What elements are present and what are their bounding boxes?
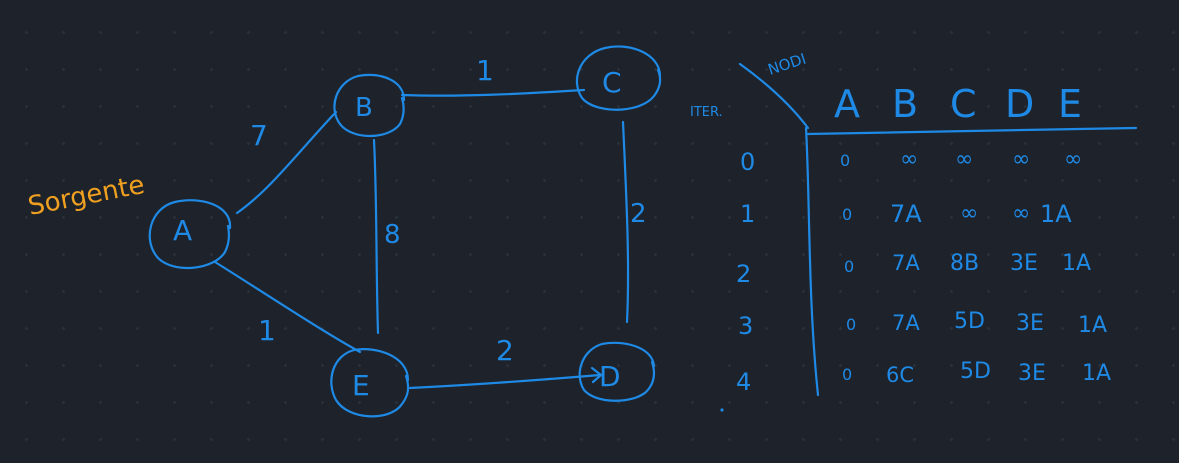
weight-a-b: 7	[250, 119, 268, 152]
cell-a: 0	[840, 151, 850, 170]
row-iter-label: 1	[740, 200, 755, 228]
cell-b: 6C	[886, 363, 914, 387]
weight-c-d: 2	[630, 199, 647, 229]
node-d-label: D	[599, 360, 621, 393]
cell-d: 3E	[1016, 311, 1044, 336]
column-header-b: B	[892, 82, 918, 126]
distance-table: NODI ITER. A B C D E 0 0 ∞ ∞ ∞ ∞ 1 0 7A …	[690, 50, 1138, 412]
cell-e: 1A	[1082, 361, 1111, 386]
node-c-label: C	[602, 66, 622, 99]
weight-b-e: 8	[384, 220, 401, 250]
cell-c: ∞	[955, 147, 973, 172]
table-header-iter: ITER.	[690, 105, 723, 120]
node-b-label: B	[355, 93, 373, 123]
row-iter-label: 3	[738, 312, 753, 340]
table-row: 3 0 7A 5D 3E 1A	[738, 309, 1107, 340]
edge-b-c	[400, 88, 586, 97]
cell-e: ∞	[1064, 147, 1082, 172]
cell-a: 0	[842, 365, 852, 384]
cell-e: 1A	[1062, 251, 1091, 276]
table-column-headers: A B C D E	[834, 82, 1082, 126]
table-row: 2 0 7A 8B 3E 1A	[736, 251, 1091, 288]
column-header-a: A	[834, 82, 860, 126]
weight-b-c: 1	[476, 54, 494, 87]
cell-a: 0	[842, 205, 852, 224]
weight-e-d: 2	[496, 334, 514, 367]
node-a-label: A	[173, 214, 192, 247]
cell-c: 5D	[954, 309, 985, 334]
table-row: 0 0 ∞ ∞ ∞ ∞	[740, 147, 1082, 176]
table-diagonal	[738, 62, 810, 130]
source-label: Sorgente	[26, 170, 147, 222]
table-stray-dot	[720, 408, 724, 412]
table-row: 4 0 6C 5D 3E 1A	[736, 359, 1111, 396]
column-header-e: E	[1058, 82, 1082, 126]
node-e: E	[330, 348, 410, 418]
cell-d: 3E	[1018, 361, 1046, 386]
node-b: B	[333, 74, 406, 137]
cell-b: ∞	[900, 147, 918, 172]
row-iter-label: 4	[736, 368, 751, 396]
table-header-rule	[806, 126, 1138, 136]
table-header-nodes: NODI	[766, 50, 809, 79]
cell-a: 0	[846, 315, 856, 334]
cell-d: ∞	[1012, 201, 1030, 226]
node-e-label: E	[352, 369, 370, 402]
column-header-d: D	[1005, 82, 1034, 126]
edge-a-e	[213, 260, 362, 354]
edge-weights: 7 1 8 2 1 2	[250, 54, 647, 367]
row-iter-label: 2	[736, 260, 751, 288]
node-a: A	[148, 199, 232, 270]
cell-c: 5D	[960, 359, 991, 384]
cell-e: 1A	[1040, 200, 1072, 228]
arrow-head-d	[590, 366, 603, 384]
edge-c-d	[621, 120, 630, 324]
graph-edges	[213, 88, 630, 390]
graph-nodes: A B C D E	[148, 45, 662, 418]
cell-b: 7A	[892, 251, 920, 275]
weight-a-e: 1	[258, 314, 276, 347]
cell-c: ∞	[960, 201, 978, 226]
cell-d: ∞	[1012, 147, 1030, 172]
cell-c: 8B	[950, 251, 979, 276]
table-row: 1 0 7A ∞ ∞ 1A	[740, 200, 1072, 228]
column-header-c: C	[950, 82, 977, 126]
node-d: D	[578, 341, 656, 402]
edge-a-b	[235, 110, 338, 215]
cell-a: 0	[844, 257, 854, 276]
cell-b: 7A	[890, 200, 922, 228]
table-column-rule	[804, 126, 820, 397]
cell-e: 1A	[1078, 313, 1107, 338]
cell-d: 3E	[1010, 251, 1038, 276]
cell-b: 7A	[892, 311, 920, 335]
node-c: C	[575, 45, 662, 111]
row-iter-label: 0	[740, 148, 755, 176]
edge-e-d	[408, 373, 602, 390]
edge-b-e	[372, 138, 380, 335]
